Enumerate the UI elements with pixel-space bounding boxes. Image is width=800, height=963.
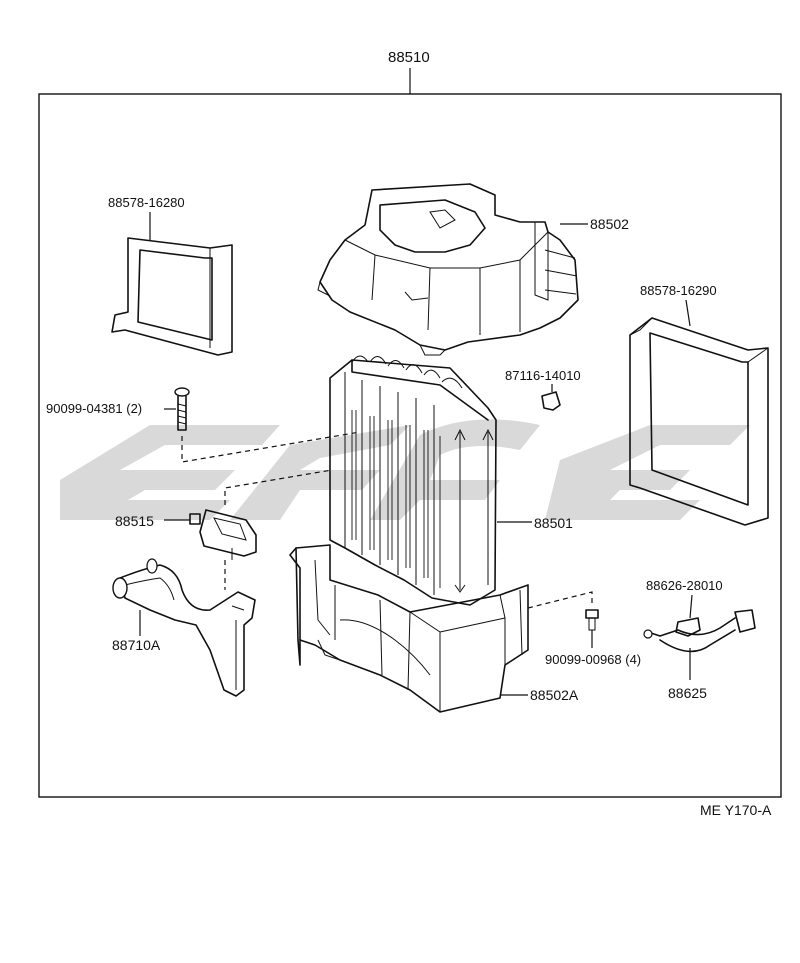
clip-part bbox=[541, 391, 561, 411]
thermistor-clamp-label: 88626-28010 bbox=[646, 578, 723, 593]
screw-label: 90099-00968 (4) bbox=[545, 652, 641, 667]
screw-part bbox=[585, 609, 599, 631]
seal-left-label: 88578-16280 bbox=[108, 195, 185, 210]
thermistor-label: 88625 bbox=[668, 685, 707, 701]
bolt-label: 90099-04381 (2) bbox=[46, 401, 142, 416]
evaporator-part bbox=[329, 355, 497, 606]
upper-case-part bbox=[317, 183, 579, 356]
seal-right-leader bbox=[685, 299, 691, 327]
lower-case-part bbox=[289, 544, 529, 713]
lower-case-label: 88502A bbox=[530, 687, 579, 703]
upper-case-label: 88502 bbox=[590, 216, 629, 232]
thermistor-clamp-leader bbox=[689, 594, 693, 619]
screw-dashed-path bbox=[527, 591, 593, 609]
seal-right-label: 88578-16290 bbox=[640, 283, 717, 298]
tube-part bbox=[112, 558, 256, 697]
watermark-logo bbox=[60, 419, 750, 520]
reference-code: ME Y170-A bbox=[700, 802, 772, 818]
bolt-part bbox=[174, 387, 190, 431]
assembly-frame bbox=[38, 93, 782, 798]
seal-left-part bbox=[111, 237, 233, 356]
assembly-part-number: 88510 bbox=[388, 49, 430, 66]
clip-label: 87116-14010 bbox=[505, 368, 581, 383]
tube-label: 88710A bbox=[112, 637, 161, 653]
evaporator-fins bbox=[351, 410, 441, 588]
evaporator-label: 88501 bbox=[534, 515, 573, 531]
expansion-valve-label: 88515 bbox=[115, 513, 154, 529]
expansion-valve-part bbox=[189, 509, 257, 560]
bolt-dashed-path bbox=[181, 431, 361, 463]
seal-right-part bbox=[629, 317, 769, 526]
